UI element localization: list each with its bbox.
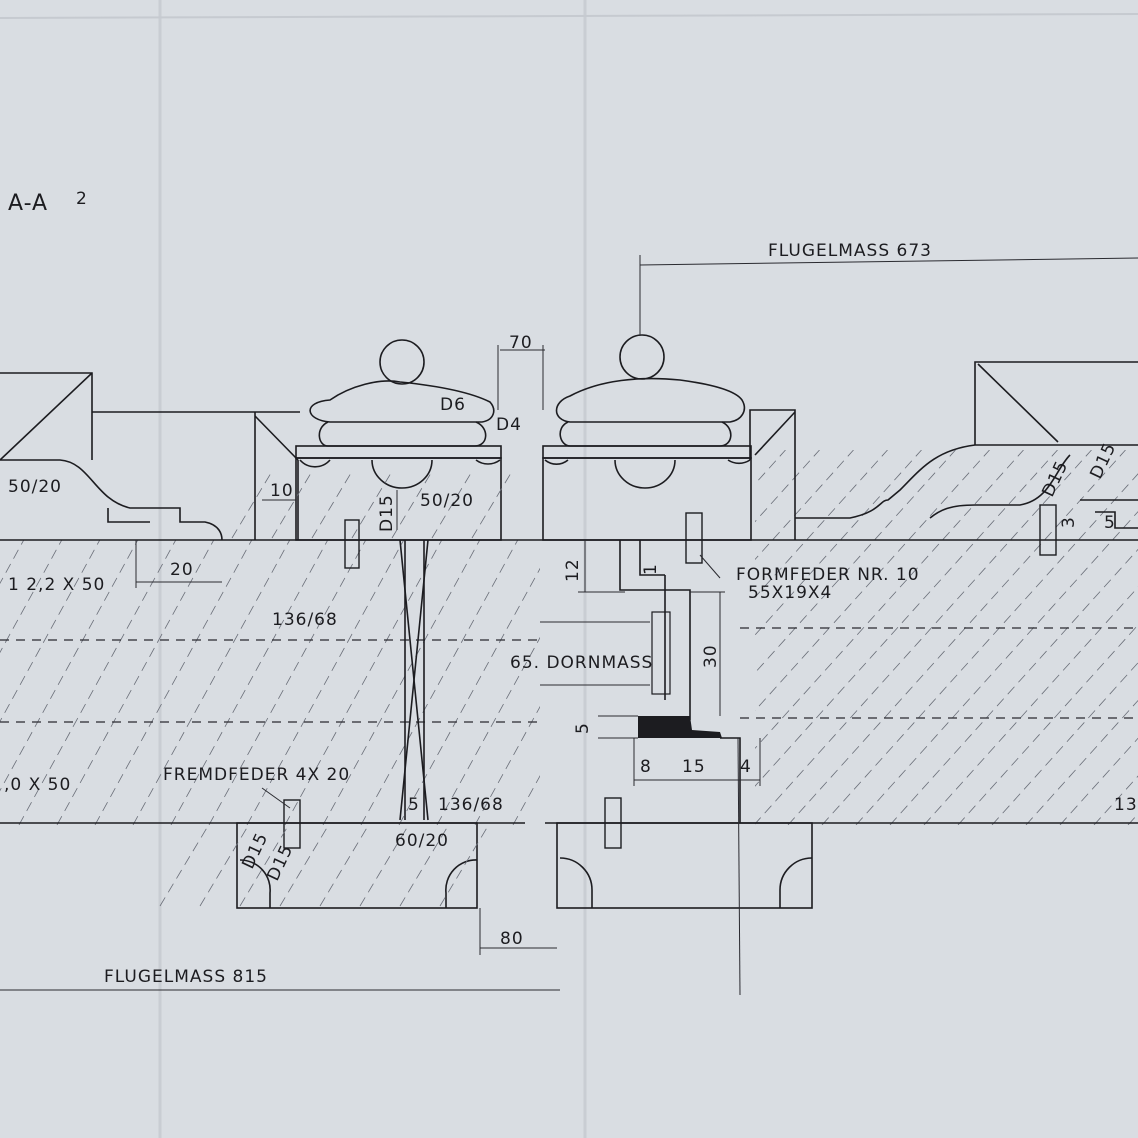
- hatch-left-frame: [0, 540, 540, 825]
- right-sash-profile: [542, 334, 796, 849]
- hatch-line: [351, 469, 394, 539]
- hatch-line: [889, 548, 1138, 825]
- hatch-line: [787, 450, 1126, 825]
- hatch-line: [436, 636, 540, 825]
- hatch-line: [755, 450, 888, 598]
- section-number: 2: [76, 189, 88, 209]
- hatch-line: [322, 540, 481, 825]
- dim-3: 3: [1059, 516, 1079, 528]
- left-sash-profile: [231, 339, 514, 821]
- dim-d4: D4: [496, 415, 522, 435]
- right-upper-profile: [795, 361, 1138, 556]
- profile-136-right: 136: [1114, 795, 1138, 815]
- hatch-line: [0, 540, 139, 792]
- annotations: FLUGELMASS 673 FLUGELMASS 815 FORMFEDER …: [4, 241, 1138, 987]
- dim-5: 5: [573, 722, 593, 734]
- hatch-line: [319, 825, 369, 907]
- hatch-line: [246, 540, 405, 825]
- hatch-line: [923, 586, 1138, 825]
- feder-left-label: 1 2,2 X 50: [8, 575, 105, 595]
- dim-d15-center: D15: [377, 494, 397, 532]
- hatch-line: [474, 705, 540, 825]
- fremdfeder-label: FREMDFEDER 4X 20: [163, 765, 350, 785]
- hatch-line: [755, 450, 854, 561]
- hatch-line: [512, 775, 540, 825]
- profile-136-68-center: 136/68: [438, 795, 504, 815]
- hatch-line: [94, 540, 253, 825]
- dim-4: 4: [740, 757, 752, 777]
- dim-30: 30: [701, 644, 721, 668]
- hatch-line: [755, 450, 956, 674]
- hatch-line: [18, 540, 177, 825]
- hatch-line: [132, 540, 291, 825]
- dornmass-label: 65. DORNMASS: [510, 653, 653, 673]
- profile-50-20-left: 50/20: [8, 477, 62, 497]
- feder-left2-label: ,0 X 50: [4, 775, 71, 795]
- hatch-line: [755, 450, 1092, 825]
- hatch-line: [284, 540, 443, 825]
- dim-10: 10: [270, 481, 294, 501]
- section-label: A-A: [8, 191, 48, 216]
- hatch-line: [231, 469, 274, 539]
- profile-50-20-center: 50/20: [420, 491, 474, 511]
- hatch-line: [360, 540, 519, 825]
- hatch-line: [1127, 813, 1138, 825]
- hatch-line: [855, 511, 1138, 825]
- profile-60-20: 60/20: [395, 831, 449, 851]
- hatch-line: [755, 450, 786, 485]
- hatch-line: [170, 540, 329, 825]
- hatch-line: [755, 450, 820, 523]
- hatch-line: [271, 469, 314, 539]
- dim-70: 70: [509, 333, 533, 353]
- hatch-line: [311, 469, 354, 539]
- hatch-right-frame: [755, 450, 1138, 825]
- formfeder-size-label: 55X19X4: [748, 583, 832, 603]
- bottom-sills: [159, 799, 813, 909]
- dimension-lines: [0, 255, 1138, 996]
- hatch-line: [1059, 737, 1138, 825]
- hatch-line: [398, 567, 540, 825]
- dim-d15-right-a: D15: [1038, 457, 1072, 500]
- dim-1: 1: [641, 563, 661, 575]
- dim-12: 12: [563, 558, 583, 582]
- hatch-line: [1093, 775, 1138, 825]
- hatch-line: [957, 624, 1138, 825]
- hatch-line: [991, 662, 1138, 825]
- dim-20: 20: [170, 560, 194, 580]
- dim-15: 15: [682, 757, 706, 777]
- hatch-line: [0, 540, 101, 723]
- hatch-line: [755, 450, 1024, 749]
- hatch-line: [208, 540, 367, 825]
- hatch-line: [1025, 699, 1138, 825]
- hatch-line: [755, 450, 1058, 787]
- profile-136-68-left: 136/68: [272, 610, 338, 630]
- flugelmass-top-label: FLUGELMASS 673: [768, 241, 932, 261]
- hatch-line: [431, 469, 474, 539]
- left-upper-profile: [0, 372, 300, 541]
- dim-d6: D6: [440, 395, 466, 415]
- formfeder-label: FORMFEDER NR. 10: [736, 565, 920, 585]
- hatch-line: [821, 473, 1138, 825]
- dim-8: 8: [640, 757, 652, 777]
- hatch-line: [159, 825, 209, 907]
- hatch-line: [755, 450, 922, 636]
- dim-5-bottom: 5: [408, 795, 420, 815]
- hatch-line: [56, 540, 215, 825]
- dim-d15-sill-b: D15: [263, 841, 297, 884]
- hatch-line: [755, 450, 990, 712]
- hatch-line: [471, 469, 514, 539]
- hatch-line: [391, 469, 434, 539]
- hatch-line: [199, 825, 249, 907]
- dim-80: 80: [500, 929, 524, 949]
- flugelmass-bottom-label: FLUGELMASS 815: [104, 967, 268, 987]
- dim-5-right: 5: [1104, 513, 1116, 533]
